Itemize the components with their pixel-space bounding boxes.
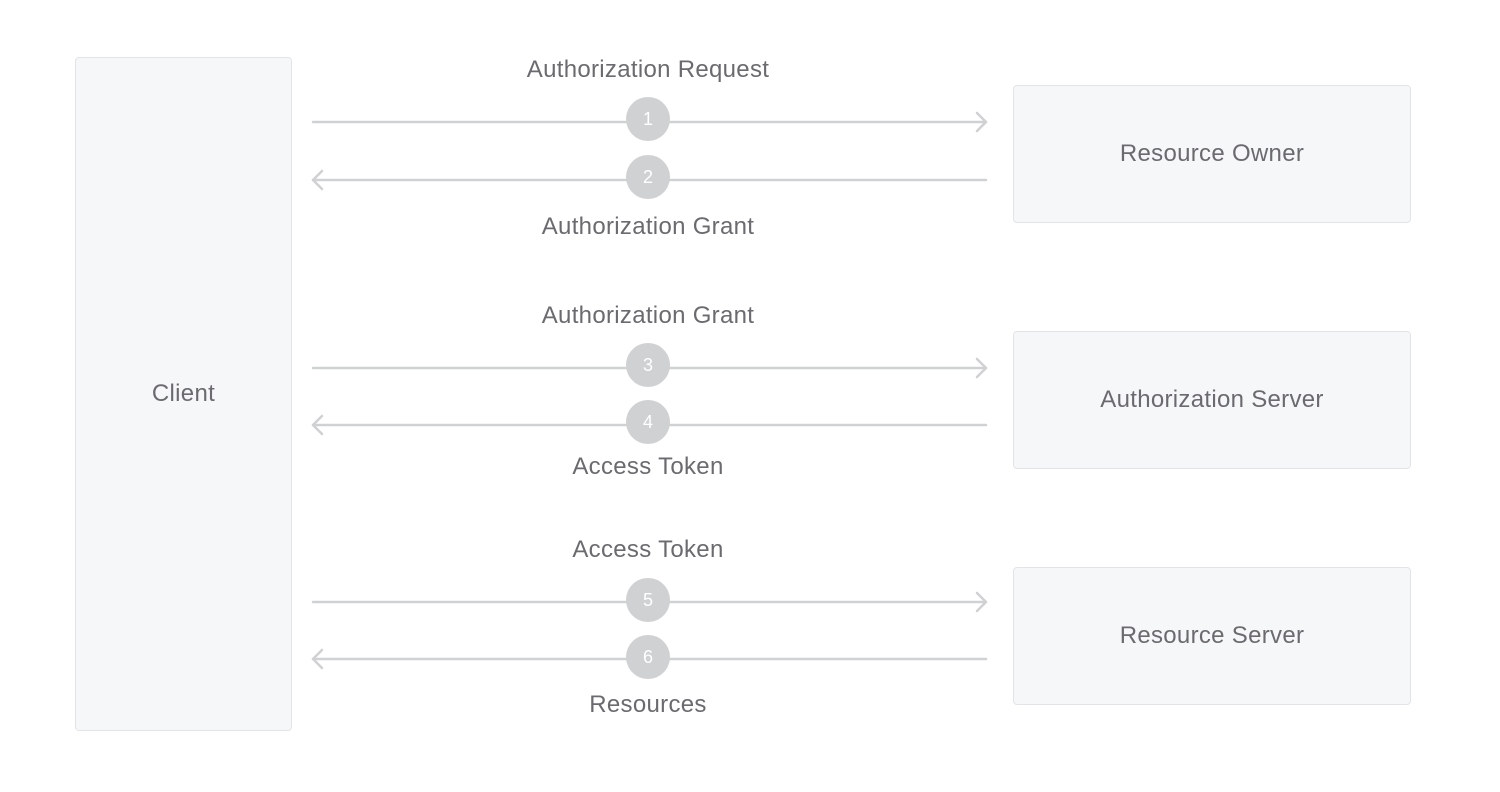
arrow-head-request-3	[975, 357, 988, 379]
step-badge-2: 2	[626, 155, 670, 199]
resource-owner-box: Resource Owner	[1013, 85, 1411, 223]
client-box: Client	[75, 57, 292, 731]
step-badge-6: 6	[626, 635, 670, 679]
arrow-head-request-5	[975, 591, 988, 613]
flow-2-top-label: Authorization Grant	[541, 302, 755, 329]
arrow-head-request-1	[975, 111, 988, 133]
flow-1-top-label: Authorization Request	[526, 56, 770, 83]
step-badge-1: 1	[626, 97, 670, 141]
flow-3-top-label: Access Token	[572, 536, 724, 563]
arrow-head-response-4	[311, 414, 324, 436]
resource-server-box: Resource Server	[1013, 567, 1411, 705]
arrow-head-response-6	[311, 648, 324, 670]
flow-3-bottom-label: Resources	[589, 691, 707, 718]
arrow-head-response-2	[311, 169, 324, 191]
step-badge-4: 4	[626, 400, 670, 444]
authorization-server-label: Authorization Server	[1100, 386, 1324, 413]
resource-server-label: Resource Server	[1119, 622, 1305, 649]
flow-1-bottom-label: Authorization Grant	[541, 213, 755, 240]
resource-owner-label: Resource Owner	[1119, 140, 1305, 167]
authorization-server-box: Authorization Server	[1013, 331, 1411, 469]
client-label: Client	[151, 380, 216, 407]
flow-2-bottom-label: Access Token	[572, 453, 724, 480]
step-badge-3: 3	[626, 343, 670, 387]
step-badge-5: 5	[626, 578, 670, 622]
